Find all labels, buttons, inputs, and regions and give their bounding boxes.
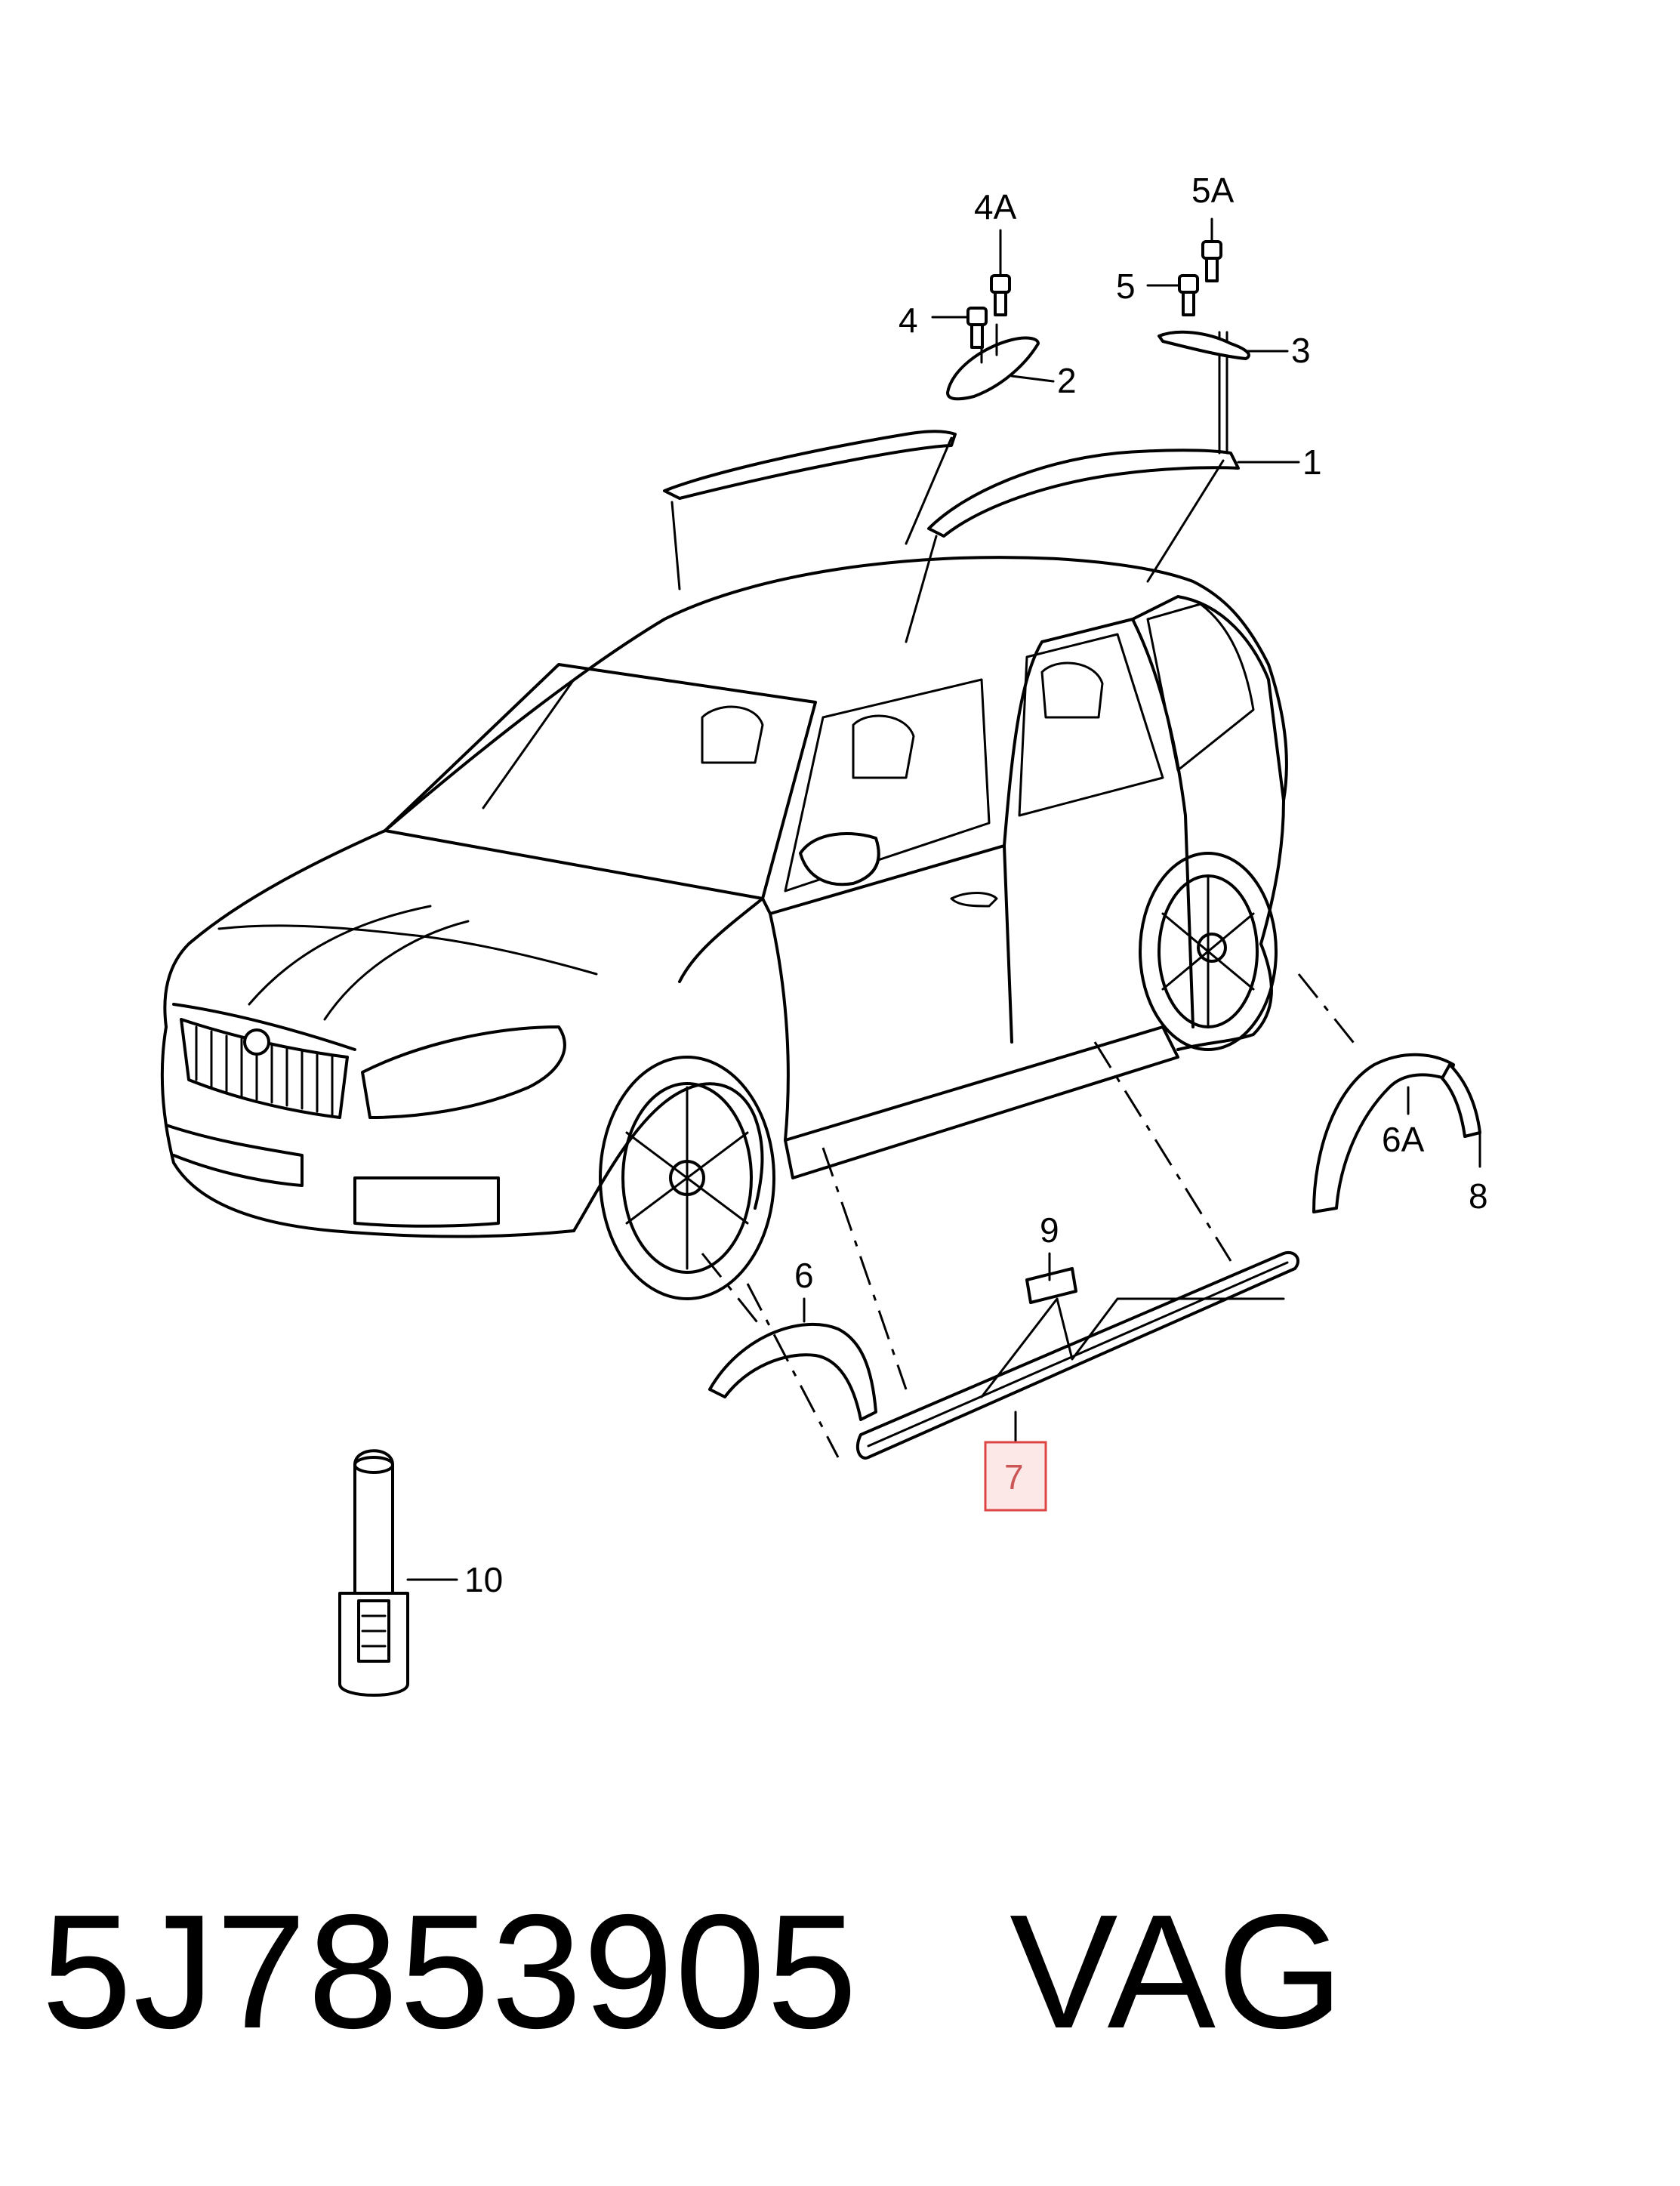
leader-lines (406, 217, 1481, 1581)
adhesive-tube (338, 1449, 409, 1697)
callout-labels: 1 2 3 4 4A 5 5A 6 6A 8 9 10 7 (464, 171, 1488, 1599)
callout-7: 7 (1004, 1457, 1024, 1497)
callout-4: 4 (899, 301, 918, 340)
callout-9: 9 (1040, 1210, 1059, 1250)
callout-5: 5 (1116, 267, 1136, 306)
callout-1: 1 (1302, 442, 1322, 482)
highlighted-callout-box (984, 1441, 1047, 1512)
car-illustration (160, 556, 1288, 1300)
brand-name: VAG (1010, 1879, 1346, 2062)
sill-trim-part (855, 1250, 1299, 1460)
callout-6a: 6A (1382, 1120, 1425, 1159)
callout-2: 2 (1057, 361, 1077, 400)
roof-rail-parts (663, 331, 1240, 643)
fastener-parts (966, 240, 1222, 349)
part-number: 5J7853905 (42, 1879, 859, 2062)
wheel-arch-trims (708, 1053, 1481, 1421)
footer-caption: 5J7853905 VAG (42, 1880, 1627, 2061)
callout-6: 6 (794, 1256, 814, 1295)
callout-8: 8 (1469, 1176, 1488, 1216)
callout-4a: 4A (974, 187, 1017, 227)
callout-10: 10 (464, 1560, 503, 1599)
callout-5a: 5A (1191, 171, 1235, 210)
callout-3: 3 (1291, 331, 1311, 370)
cover-parts (946, 323, 1250, 401)
